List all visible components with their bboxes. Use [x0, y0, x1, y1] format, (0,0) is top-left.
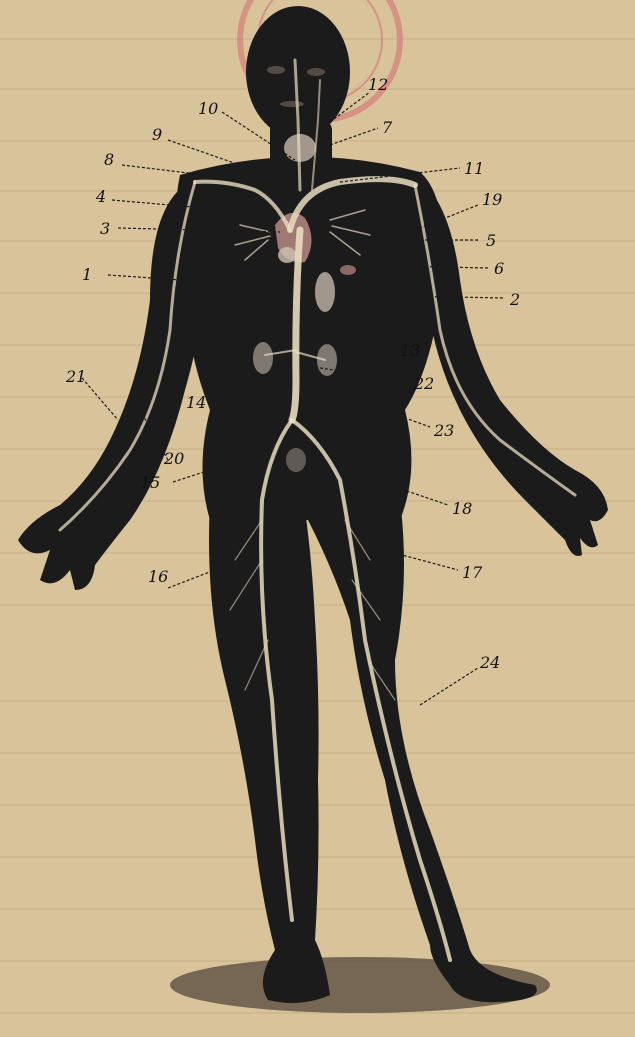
callout-2: 2	[509, 290, 520, 309]
callout-14: 14	[186, 393, 206, 412]
callout-8: 8	[104, 150, 114, 169]
callout-15: 15	[140, 473, 160, 492]
callout-19: 19	[482, 190, 502, 209]
callout-20: 20	[163, 449, 184, 468]
callout-3: 3	[100, 219, 110, 238]
callout-21: 21	[65, 367, 86, 386]
callout-16: 16	[148, 567, 168, 586]
callout-6: 6	[494, 259, 504, 278]
callout-23: 23	[433, 421, 454, 440]
callout-18: 18	[452, 499, 472, 518]
callout-22: 22	[413, 374, 434, 393]
callout-11: 11	[464, 159, 484, 178]
callout-5: 5	[486, 231, 496, 250]
callout-10: 10	[198, 99, 218, 118]
callout-4: 4	[95, 187, 106, 206]
callout-9: 9	[152, 125, 162, 144]
callout-13: 13	[400, 341, 420, 360]
callout-24: 24	[479, 653, 500, 672]
callout-17: 17	[462, 563, 483, 582]
callout-12: 12	[368, 75, 388, 94]
callout-7: 7	[382, 118, 393, 137]
callout-1: 1	[82, 265, 92, 284]
